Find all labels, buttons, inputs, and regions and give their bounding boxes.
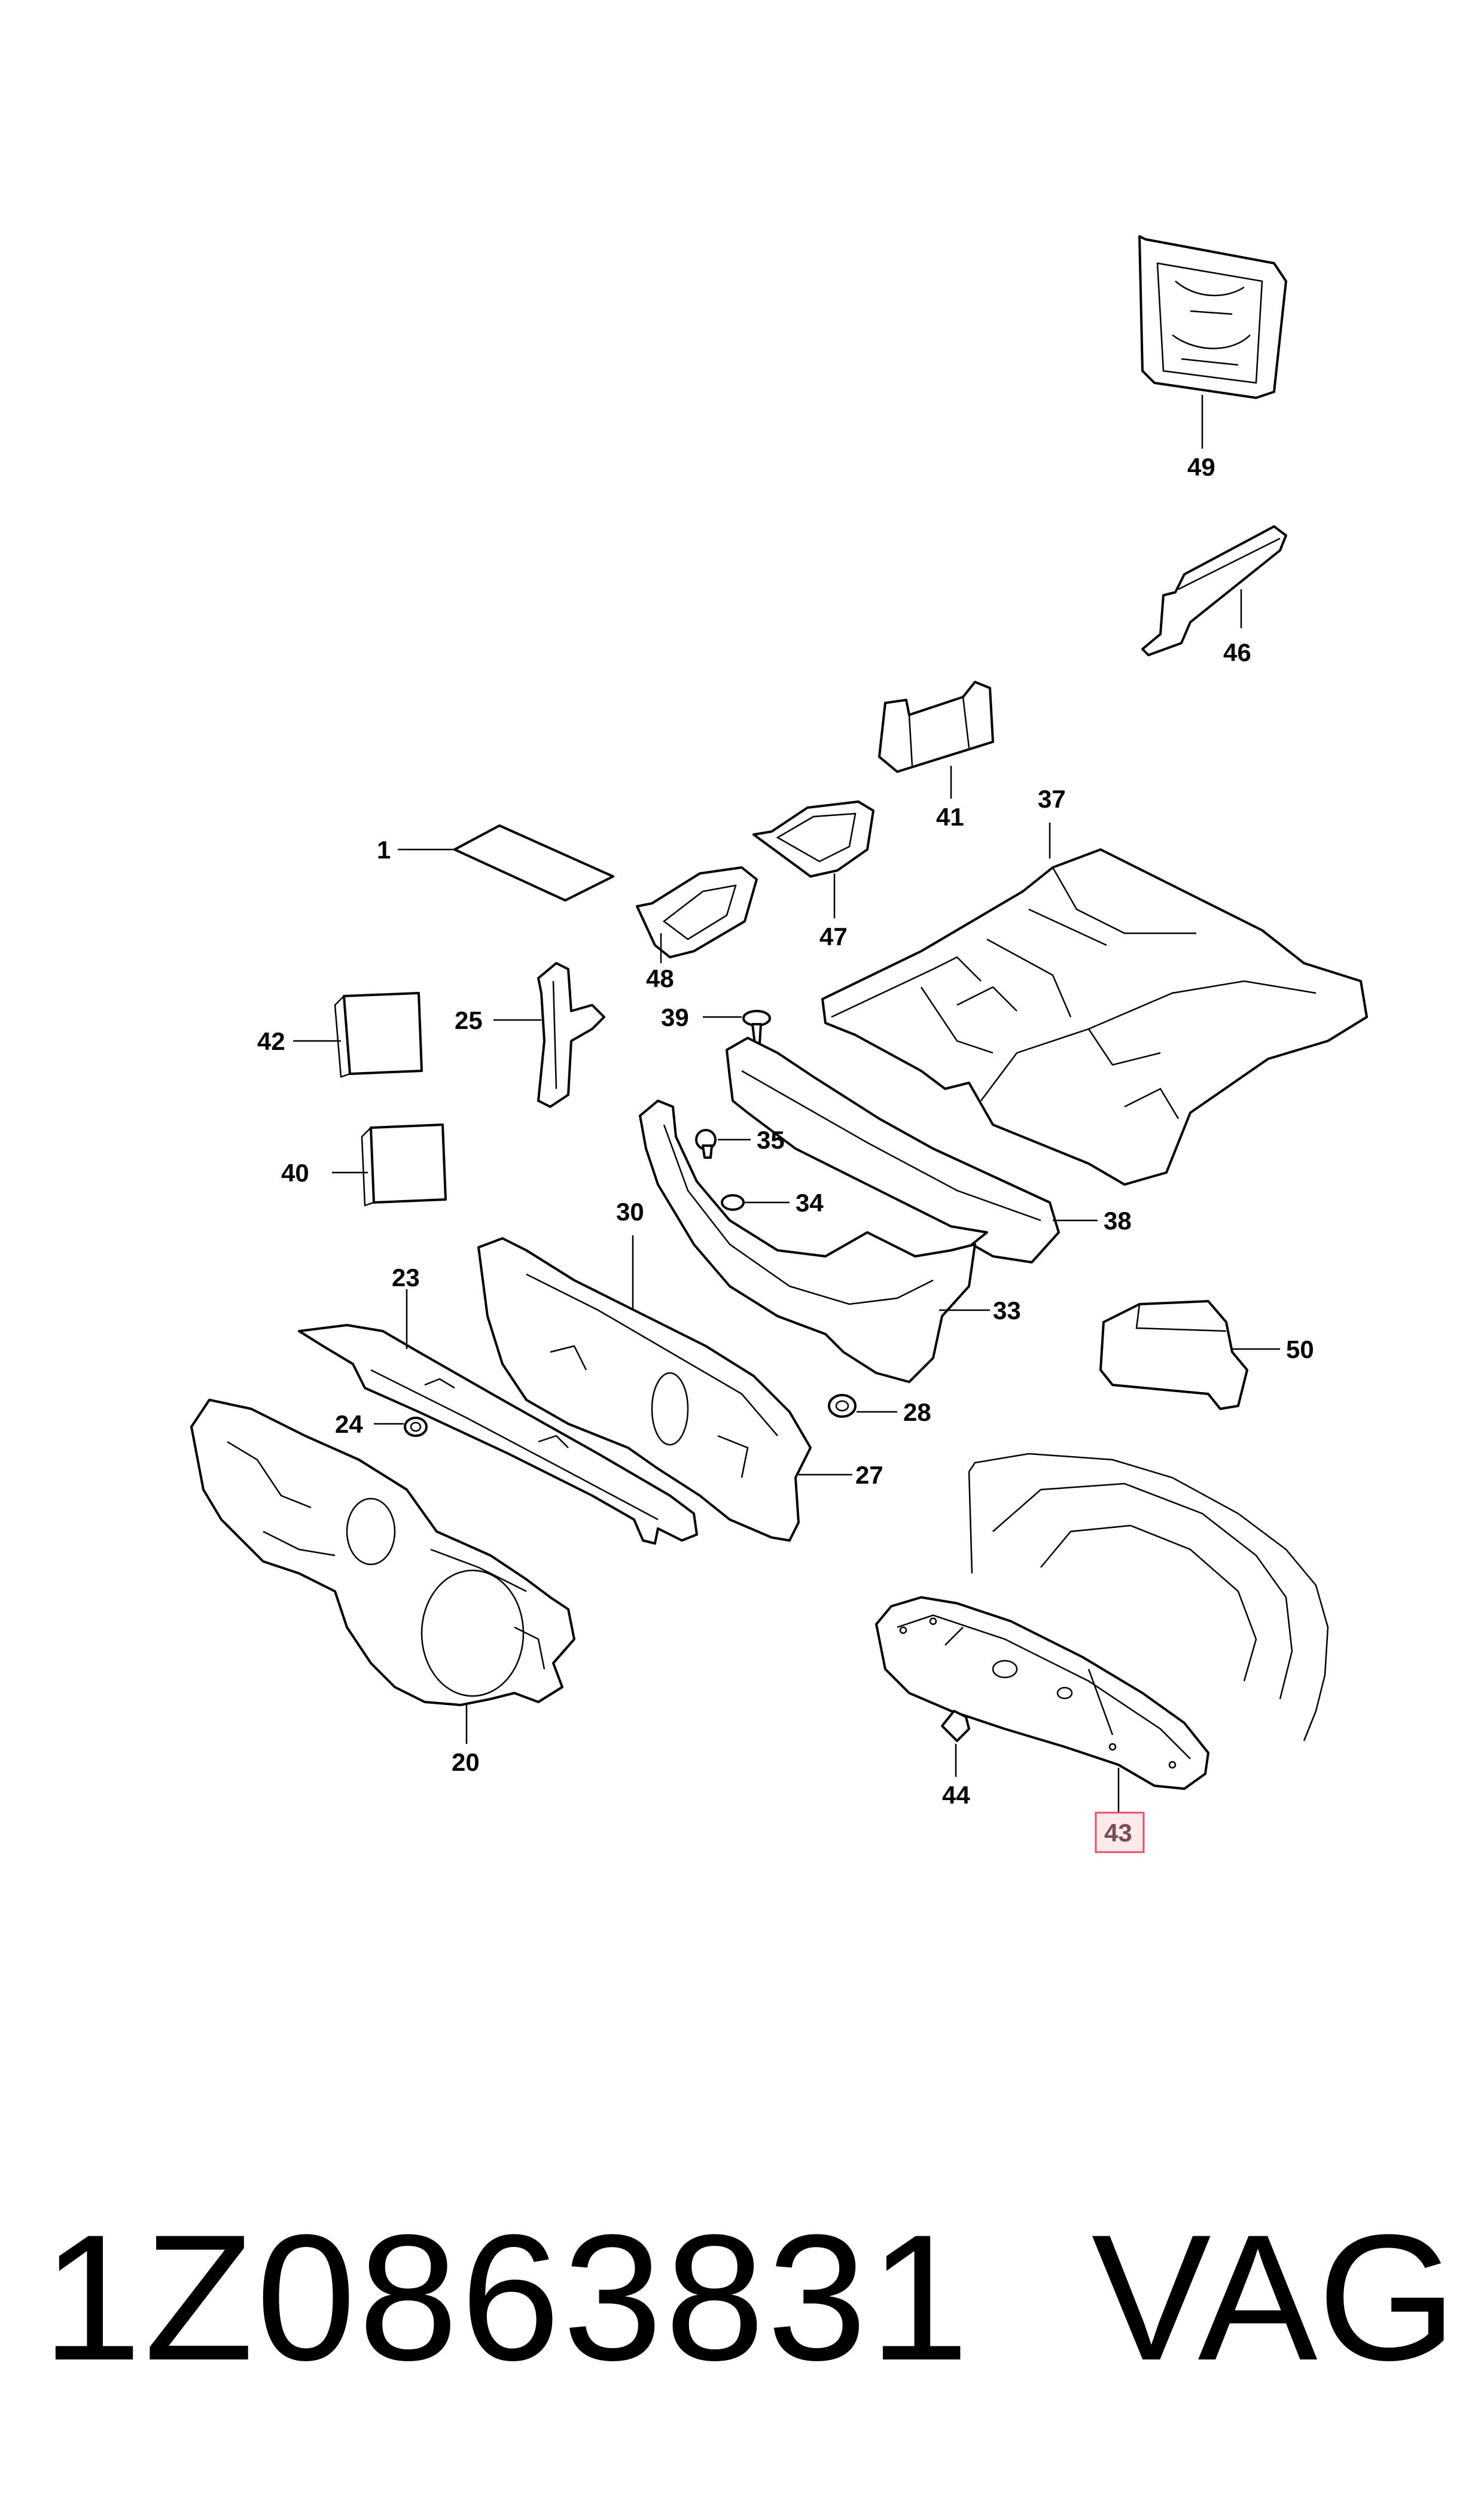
part-1-insulation-pad[interactable] bbox=[453, 824, 614, 902]
trunk-lid-outline bbox=[968, 1453, 1329, 1741]
brand-name: VAG bbox=[1091, 2197, 1457, 2398]
label-37: 37 bbox=[1038, 785, 1066, 813]
label-41: 41 bbox=[936, 803, 964, 831]
part-20-firewall-insulation[interactable] bbox=[190, 1399, 575, 1706]
part-37-floor-carpet[interactable] bbox=[821, 848, 1368, 1186]
label-49: 49 bbox=[1187, 453, 1215, 481]
part-25-bracket[interactable] bbox=[537, 962, 605, 1108]
label-30: 30 bbox=[616, 1198, 644, 1226]
part-28-grommet[interactable] bbox=[828, 1394, 857, 1418]
label-42: 42 bbox=[257, 1027, 285, 1055]
part-number: 1Z0863831 bbox=[42, 2197, 972, 2398]
part-46-trim-strip[interactable] bbox=[1141, 525, 1287, 656]
label-34: 34 bbox=[796, 1189, 824, 1217]
part-40-foam-square[interactable] bbox=[361, 1123, 447, 1207]
part-50-foam-block[interactable] bbox=[1099, 1300, 1248, 1410]
label-23: 23 bbox=[392, 1263, 420, 1292]
label-39: 39 bbox=[661, 1003, 689, 1031]
label-25: 25 bbox=[455, 1006, 483, 1034]
label-20: 20 bbox=[452, 1748, 480, 1776]
label-40: 40 bbox=[281, 1159, 309, 1187]
part-33-side-panel[interactable] bbox=[639, 1100, 976, 1383]
part-44-clip[interactable] bbox=[941, 1710, 970, 1742]
part-41-foam-block[interactable] bbox=[878, 681, 994, 773]
part-24-grommet[interactable] bbox=[404, 1417, 428, 1437]
part-48-bracket-pad[interactable] bbox=[636, 866, 758, 958]
highlight-box-43[interactable] bbox=[1095, 1811, 1145, 1853]
label-35: 35 bbox=[757, 1126, 785, 1154]
part-35-clip[interactable] bbox=[695, 1129, 717, 1159]
label-47: 47 bbox=[819, 922, 848, 951]
part-43-trunk-lid-liner[interactable] bbox=[875, 1596, 1209, 1790]
label-38: 38 bbox=[1104, 1207, 1132, 1235]
label-33: 33 bbox=[993, 1296, 1021, 1325]
part-34-clip[interactable] bbox=[721, 1194, 745, 1211]
label-43: 43 bbox=[1104, 1819, 1132, 1847]
label-28: 28 bbox=[903, 1398, 931, 1426]
label-1: 1 bbox=[377, 836, 391, 864]
part-27-dash-insulation[interactable] bbox=[477, 1237, 812, 1542]
part-47-bracket-pad[interactable] bbox=[752, 800, 874, 878]
part-42-foam-square[interactable] bbox=[334, 992, 423, 1078]
part-23-cross-member[interactable] bbox=[298, 1324, 698, 1545]
label-44: 44 bbox=[942, 1781, 970, 1809]
label-46: 46 bbox=[1223, 638, 1251, 666]
label-24: 24 bbox=[335, 1410, 363, 1438]
label-27: 27 bbox=[855, 1461, 883, 1489]
part-38-rear-member[interactable] bbox=[726, 1037, 1060, 1263]
part-49-trunk-liner[interactable] bbox=[1138, 235, 1287, 399]
label-50: 50 bbox=[1286, 1335, 1314, 1363]
label-48: 48 bbox=[646, 964, 674, 992]
